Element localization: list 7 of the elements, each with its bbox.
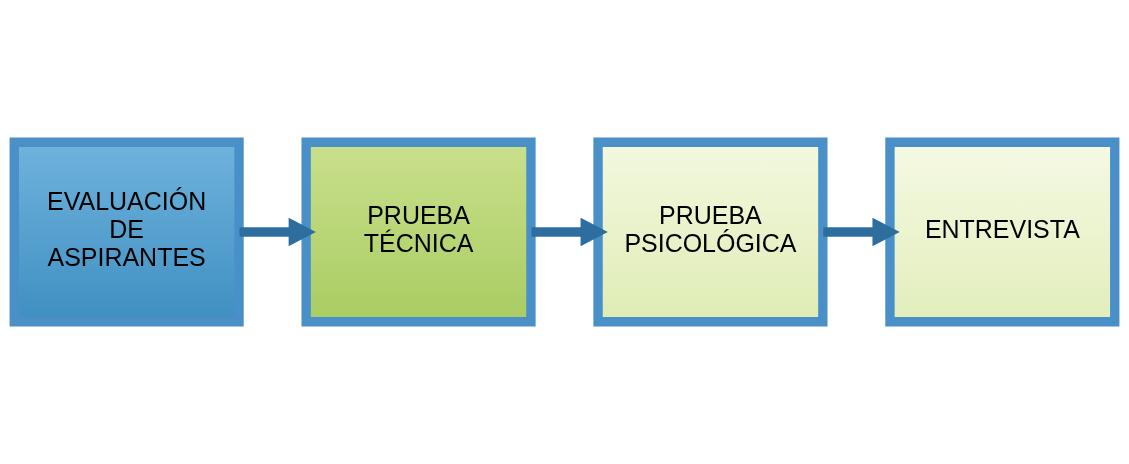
node-box: EVALUACIÓN DE ASPIRANTES	[9, 137, 244, 327]
node-box: PRUEBA TÉCNICA	[301, 137, 536, 327]
arrow	[239, 217, 316, 247]
node-box: PRUEBA PSICOLÓGICA	[593, 137, 828, 327]
node-box: ENTREVISTA	[885, 137, 1120, 327]
arrow	[823, 217, 900, 247]
arrow	[531, 217, 608, 247]
